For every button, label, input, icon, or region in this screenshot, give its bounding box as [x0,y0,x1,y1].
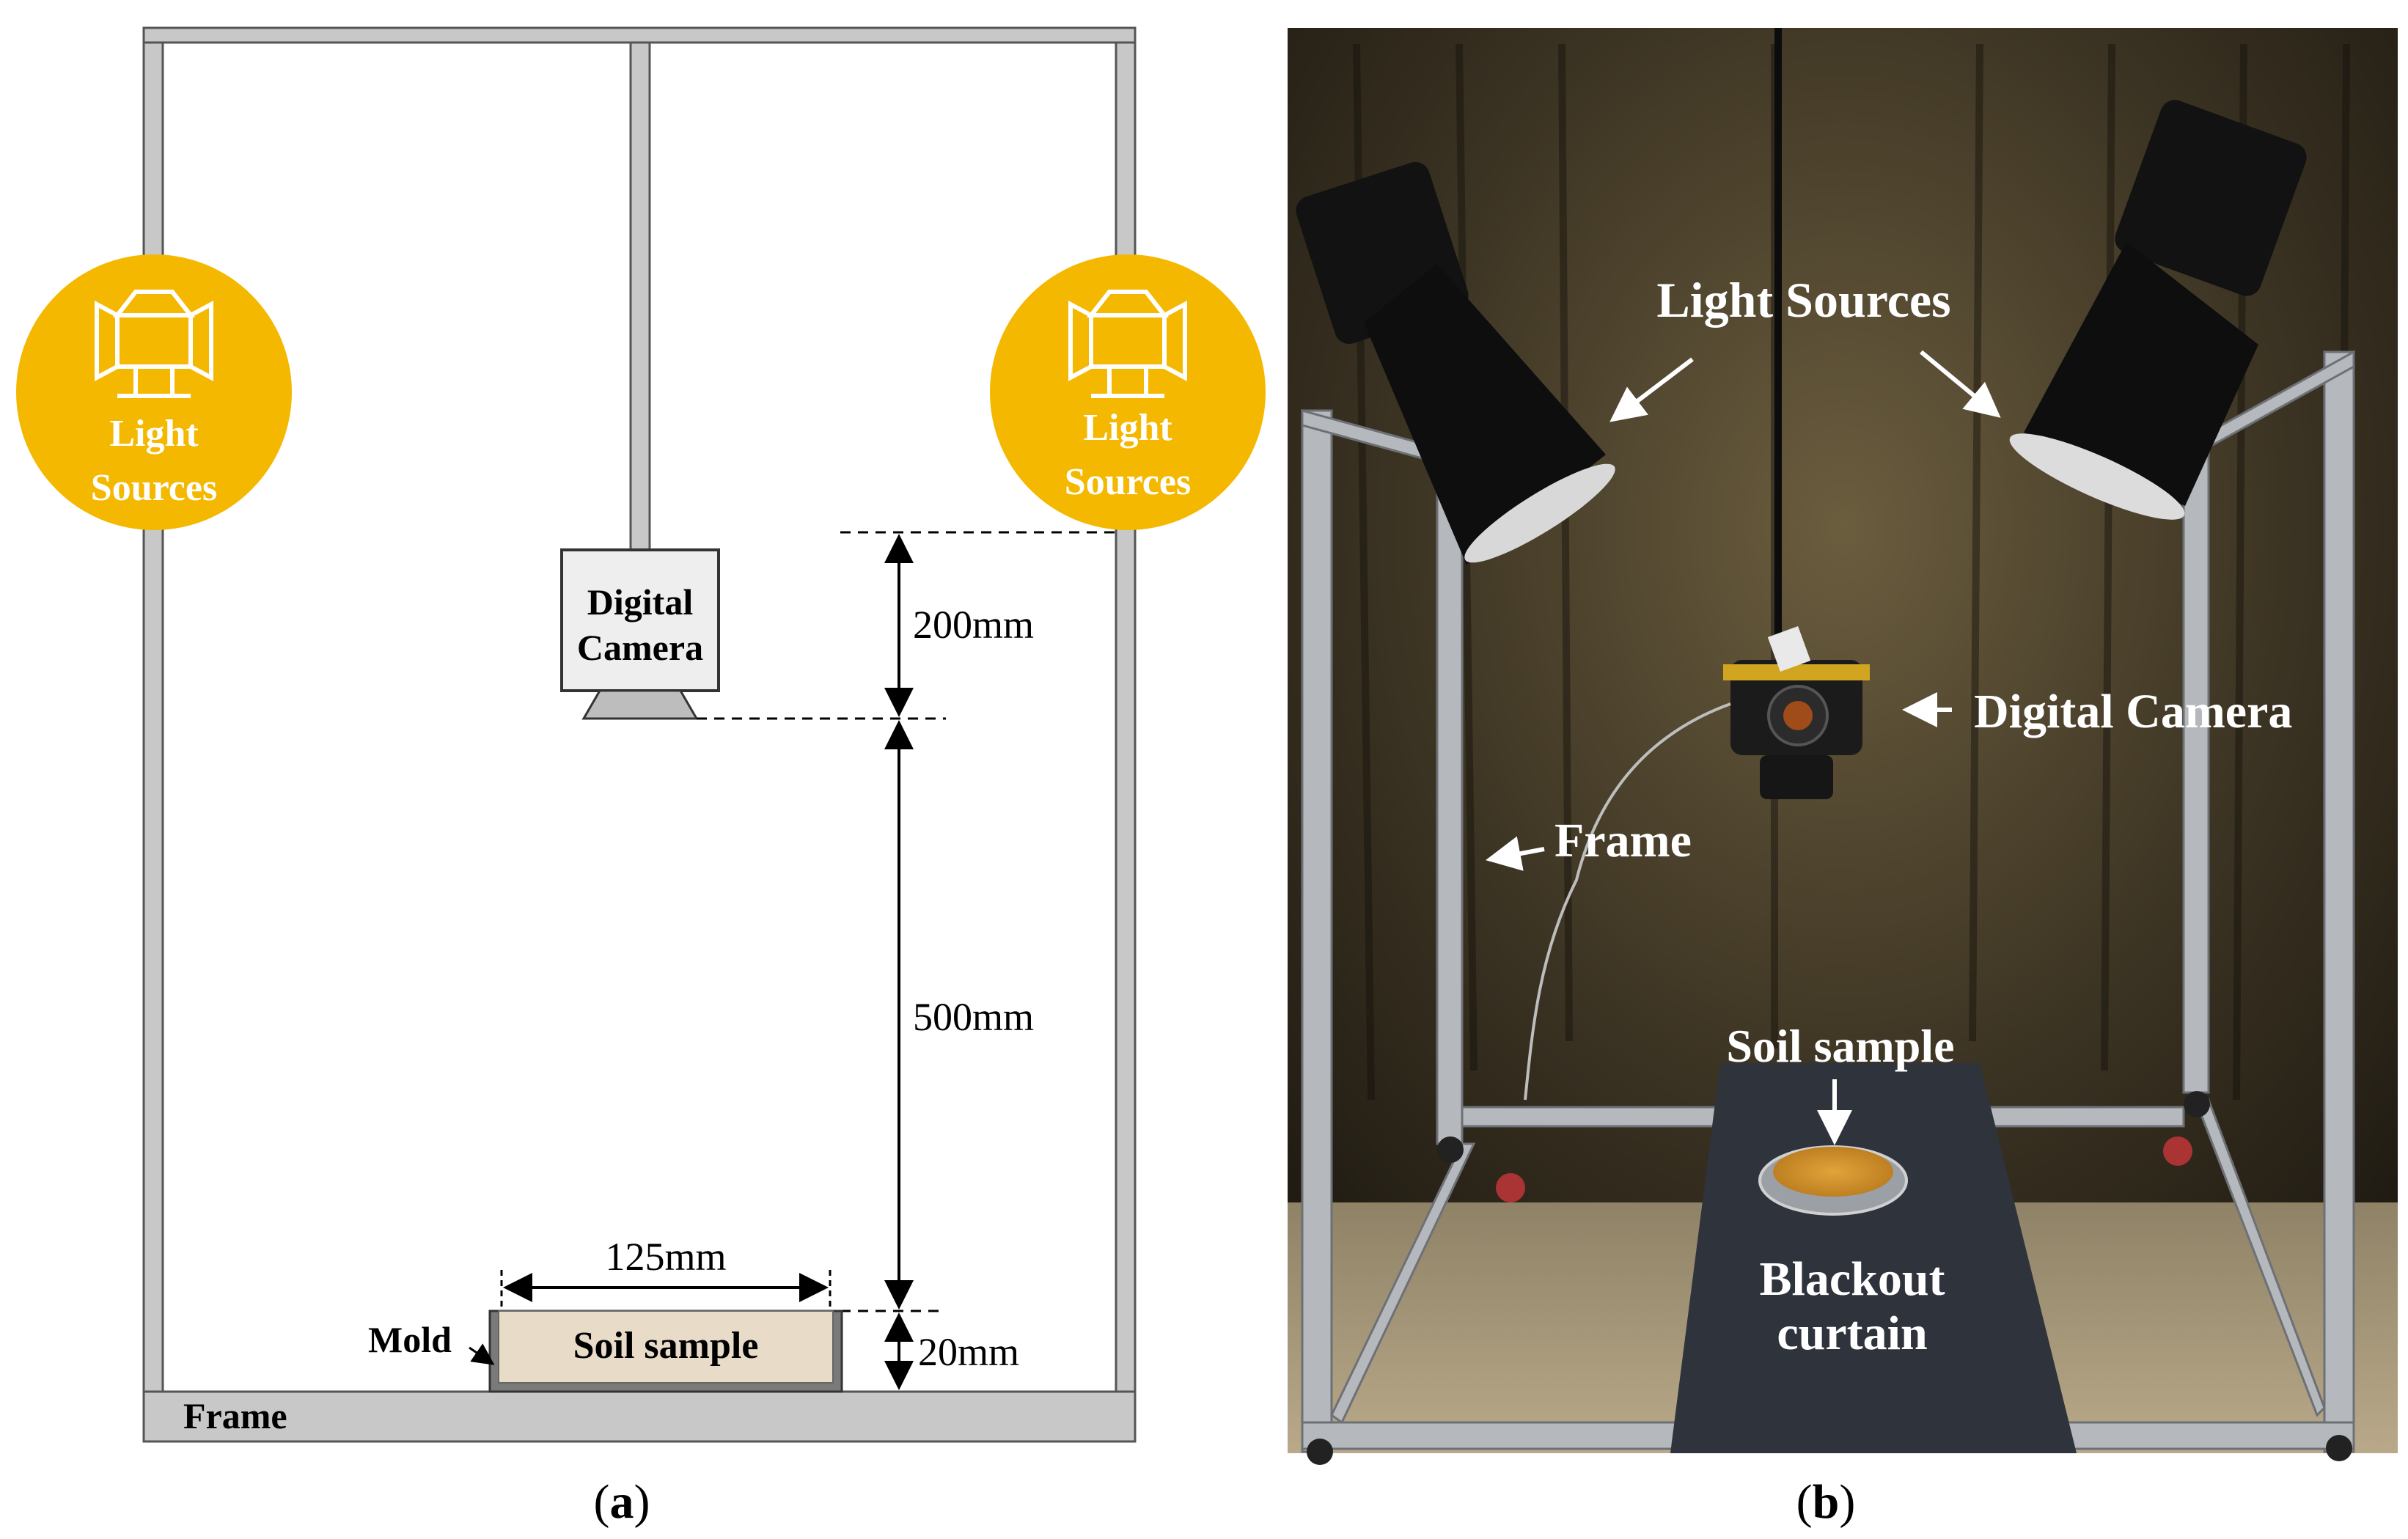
frame-base [142,1390,1137,1443]
photo-frame-label: Frame [1554,814,1692,867]
photo-arrow-frame [1486,836,1545,871]
photo-light-sources-label: Light Sources [1656,272,1950,328]
dim-125-label: 125mm [605,1235,726,1279]
frame-right-post [1115,41,1137,1393]
spotlight-icon [95,290,213,398]
light-source-right: Light Sources [990,254,1266,530]
camera-label-line2: Camera [577,627,703,668]
photo-blackout-line1: Blackout [1759,1252,1945,1306]
photo-arrow-right-lamp [1920,350,2001,418]
soil-sample-label: Soil sample [573,1325,759,1367]
dim-20-label: 20mm [918,1330,1019,1374]
soil-sample-box [498,1310,834,1384]
camera-pole [629,41,651,551]
right-lamp [2009,100,2307,520]
photo-arrow-left-lamp [1609,357,1694,422]
photo-camera-pole [1774,28,1782,644]
casters [1307,1091,2352,1465]
photo-soil-sample-label: Soil sample [1726,1020,1954,1072]
mold-label: Mold [368,1319,452,1360]
caption-a: (a) [594,1475,650,1529]
spotlight-icon [1068,290,1187,398]
photo-soil [1773,1147,1893,1197]
caption-b: (b) [1796,1475,1856,1529]
photo-camera [1524,625,1870,1101]
frame-left-post [142,41,164,1393]
panel-a-diagram: Frame Digital Camera Light Sources [16,26,1266,1529]
light-right-line2: Sources [1065,461,1191,503]
left-lamp [1296,161,1615,565]
photo-blackout-line2: curtain [1777,1307,1927,1360]
light-source-left: Light Sources [16,254,292,530]
dim-200-label: 200mm [913,603,1034,647]
camera-box [560,548,720,692]
light-left-line2: Sources [91,467,217,509]
light-left-line1: Light [109,413,199,455]
mold-pointer [469,1343,495,1365]
photo-digital-camera-label: Digital Camera [1974,685,2292,738]
camera-label-line1: Digital [587,581,694,622]
frame-label: Frame [183,1395,287,1436]
camera-lens [581,689,699,720]
dim-500-label: 500mm [913,995,1034,1039]
panel-b-photo: Light Sources Digital Camera Frame Soil … [1288,28,2398,1529]
frame-top-bar [142,26,1137,44]
light-right-line1: Light [1083,407,1172,449]
